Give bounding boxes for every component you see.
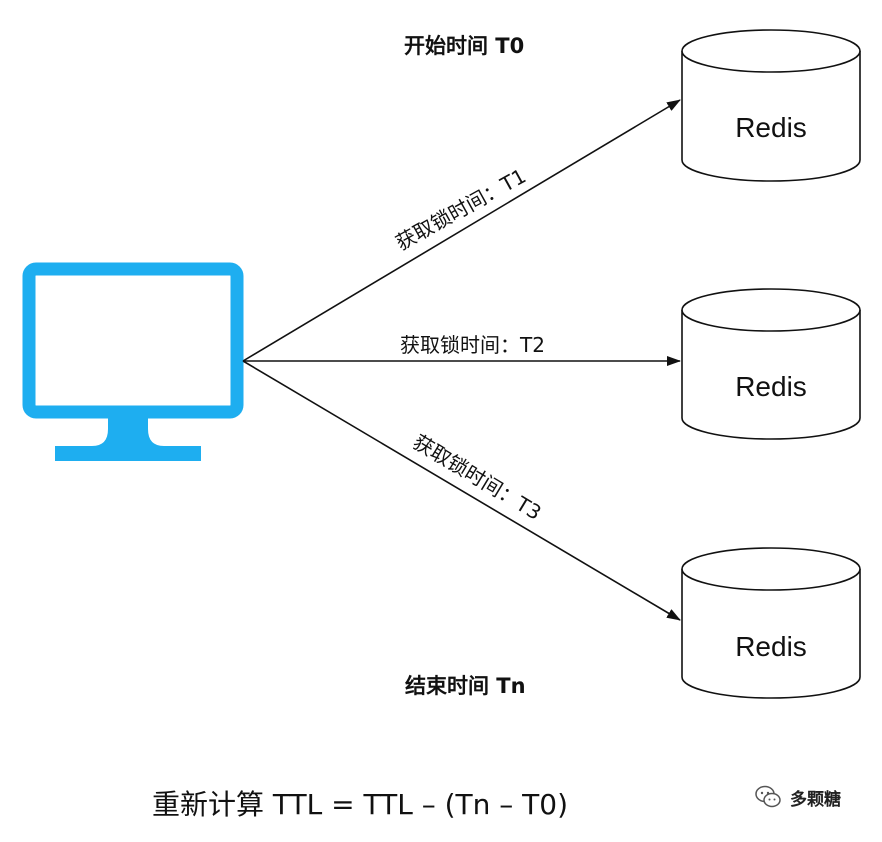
redis-node-2: Redis bbox=[681, 288, 861, 440]
start-time-label: 开始时间 T0 bbox=[404, 34, 525, 58]
watermark-text: 多颗糖 bbox=[790, 789, 841, 810]
arrow-to-redis-1 bbox=[242, 99, 681, 362]
wechat-icon bbox=[755, 785, 781, 808]
monitor-icon bbox=[22, 262, 244, 461]
arrow-to-redis-3 bbox=[242, 360, 681, 621]
end-time-label: 结束时间 Tn bbox=[405, 674, 526, 698]
watermark: 多颗糖 bbox=[754, 784, 841, 810]
redis-label: Redis bbox=[735, 112, 807, 143]
acquire-time-t2-label: 获取锁时间：T2 bbox=[400, 333, 545, 357]
redis-node-1: Redis bbox=[681, 29, 861, 182]
redis-node-3: Redis bbox=[681, 547, 861, 699]
redis-label: Redis bbox=[735, 631, 807, 662]
ttl-formula: 重新计算 TTL = TTL – (Tn – T0) bbox=[152, 788, 569, 821]
redis-label: Redis bbox=[735, 371, 807, 402]
